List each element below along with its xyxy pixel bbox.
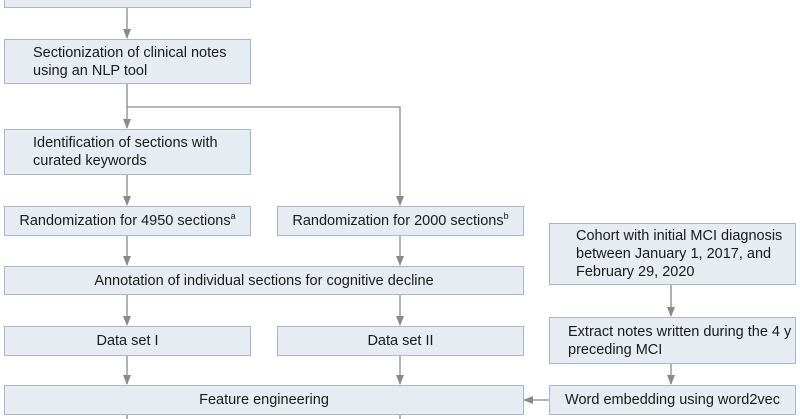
randomization-4950-label: Randomization for 4950 sectionsa bbox=[19, 212, 235, 230]
randomization-4950-box: Randomization for 4950 sectionsa bbox=[4, 206, 251, 236]
word-embedding-label: Word embedding using word2vec bbox=[565, 392, 780, 408]
feature-engineering-label: Feature engineering bbox=[199, 392, 329, 408]
word-embedding-box: Word embedding using word2vec bbox=[549, 385, 796, 415]
sectionization-box: Sectionization of clinical notes using a… bbox=[4, 39, 251, 84]
randomization-2000-text: Randomization for 2000 sections bbox=[292, 213, 504, 229]
cohort-box: Cohort with initial MCI diagnosis betwee… bbox=[549, 223, 796, 285]
dataset-2-box: Data set II bbox=[277, 326, 524, 356]
identification-box: Identification of sections with curated … bbox=[4, 129, 251, 175]
annotation-box: Annotation of individual sections for co… bbox=[4, 266, 524, 295]
sectionization-label: Sectionization of clinical notes using a… bbox=[33, 44, 227, 79]
randomization-2000-box: Randomization for 2000 sectionsb bbox=[277, 206, 524, 236]
identification-label: Identification of sections with curated … bbox=[33, 135, 218, 169]
randomization-4950-text: Randomization for 4950 sections bbox=[19, 213, 231, 229]
extract-notes-box: Extract notes written during the 4 y pre… bbox=[549, 317, 796, 364]
cohort-label: Cohort with initial MCI diagnosis betwee… bbox=[576, 228, 783, 280]
arrow-branch-to-randomization-2000 bbox=[127, 106, 404, 206]
dataset-1-label: Data set I bbox=[96, 333, 159, 349]
dataset-1-box: Data set I bbox=[4, 326, 251, 356]
top-cutoff-box bbox=[4, 0, 251, 8]
feature-engineering-box: Feature engineering bbox=[4, 385, 524, 415]
annotation-label: Annotation of individual sections for co… bbox=[94, 272, 434, 289]
dataset-2-label: Data set II bbox=[367, 333, 434, 349]
randomization-2000-note: b bbox=[503, 211, 509, 222]
randomization-2000-label: Randomization for 2000 sectionsb bbox=[292, 212, 508, 230]
randomization-4950-note: a bbox=[230, 211, 236, 222]
extract-notes-label: Extract notes written during the 4 y pre… bbox=[568, 323, 792, 358]
